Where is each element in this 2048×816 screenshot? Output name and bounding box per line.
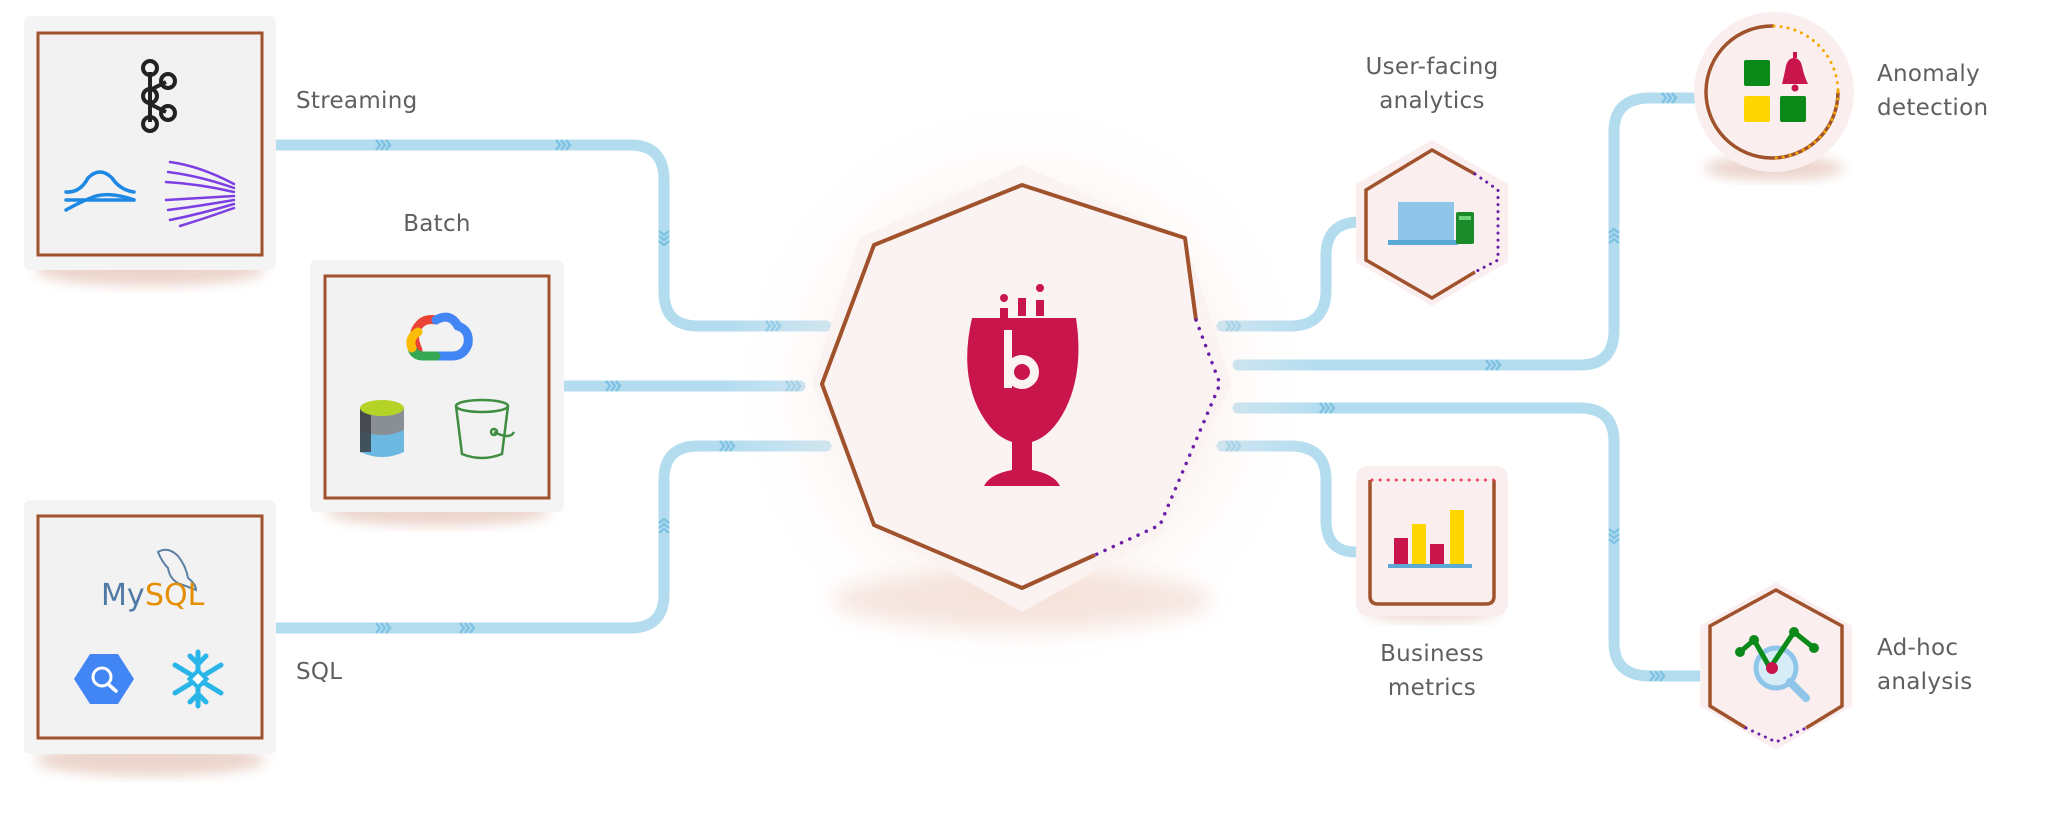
magnifier-trend-icon xyxy=(1735,627,1819,702)
business-line1: Business xyxy=(1380,641,1484,667)
flink-icon xyxy=(64,170,136,212)
streaming-label: Streaming xyxy=(296,88,418,114)
azure-data-lake-icon xyxy=(360,400,404,457)
snowflake-icon xyxy=(172,649,224,709)
anomaly-detection-node xyxy=(1694,12,1854,180)
mysql-dolphin-icon xyxy=(156,548,198,592)
user-facing-line2: analytics xyxy=(1379,88,1485,114)
streaming-source-card xyxy=(24,16,276,286)
hub-border xyxy=(820,183,1198,590)
pipe-anomaly xyxy=(1232,92,1706,371)
user-facing-analytics-node xyxy=(1356,140,1508,306)
mysql-text-my: My xyxy=(101,578,145,613)
google-cloud-icon xyxy=(406,312,473,361)
bar-chart-icon xyxy=(1388,510,1472,568)
s3-bucket-icon xyxy=(454,398,516,460)
adhoc-line2: analysis xyxy=(1877,669,1973,695)
anomaly-line2: detection xyxy=(1877,95,1989,121)
alert-grid-icon xyxy=(1744,52,1808,122)
kafka-icon xyxy=(141,59,177,133)
sql-label: SQL xyxy=(296,659,343,685)
business-line2: metrics xyxy=(1387,675,1477,701)
mysql-logo: My SQL xyxy=(101,548,205,613)
mysql-text-sql: SQL xyxy=(145,578,205,613)
adhoc-analysis-label: Ad-hoc analysis xyxy=(1877,631,1973,699)
batch-source-card xyxy=(310,260,564,526)
business-metrics-node xyxy=(1356,466,1508,622)
bigquery-icon xyxy=(74,654,134,704)
bell-icon xyxy=(1782,52,1808,92)
batch-label: Batch xyxy=(403,211,471,237)
anomaly-detection-label: Anomaly detection xyxy=(1877,57,1988,125)
pinot-wine-glass-logo xyxy=(967,284,1079,486)
anomaly-line1: Anomaly xyxy=(1877,61,1980,87)
adhoc-analysis-node xyxy=(1700,582,1852,750)
laptop-phone-icon xyxy=(1388,202,1474,245)
kinesis-icon xyxy=(164,160,236,228)
business-metrics-label: Business metrics xyxy=(1342,637,1522,705)
sql-source-card: My SQL xyxy=(24,500,276,776)
pipe-sql xyxy=(270,440,832,634)
user-facing-analytics-label: User-facing analytics xyxy=(1342,50,1522,118)
adhoc-line1: Ad-hoc xyxy=(1877,635,1959,661)
central-hub xyxy=(722,88,1322,688)
user-facing-line1: User-facing xyxy=(1365,54,1499,80)
hub-dotted-border xyxy=(1093,318,1222,557)
